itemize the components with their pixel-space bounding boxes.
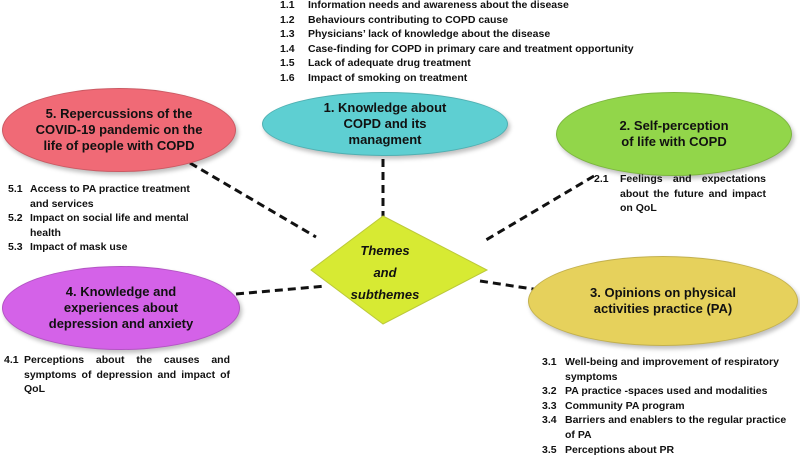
- theme-3-ellipse: 3. Opinions on physical activities pract…: [528, 256, 798, 346]
- hub-line-2: and: [373, 265, 397, 280]
- hub-line-3: subthemes: [350, 287, 420, 302]
- hub-line-1: Themes: [360, 243, 410, 258]
- connector-t2: [485, 174, 595, 242]
- theme-5-label: 5. Repercussions of the COVID-19 pandemi…: [35, 106, 203, 153]
- connector-t4: [235, 284, 327, 296]
- theme-2-label: 2. Self-perception of life with COPD: [619, 118, 729, 149]
- hub-diamond: [310, 215, 489, 325]
- theme-3-label: 3. Opinions on physical activities pract…: [590, 285, 736, 316]
- theme-4-ellipse: 4. Knowledge and experiences about depre…: [2, 266, 240, 350]
- hub-label: Themes and subthemes: [335, 240, 435, 306]
- connector-t5: [189, 161, 317, 239]
- theme-1-label: 1. Knowledge about COPD and its managmen…: [323, 100, 447, 147]
- theme-2-ellipse: 2. Self-perception of life with COPD: [556, 92, 792, 176]
- theme-1-ellipse: 1. Knowledge about COPD and its managmen…: [262, 92, 508, 156]
- theme-4-label: 4. Knowledge and experiences about depre…: [48, 284, 194, 331]
- theme-5-ellipse: 5. Repercussions of the COVID-19 pandemi…: [2, 88, 236, 172]
